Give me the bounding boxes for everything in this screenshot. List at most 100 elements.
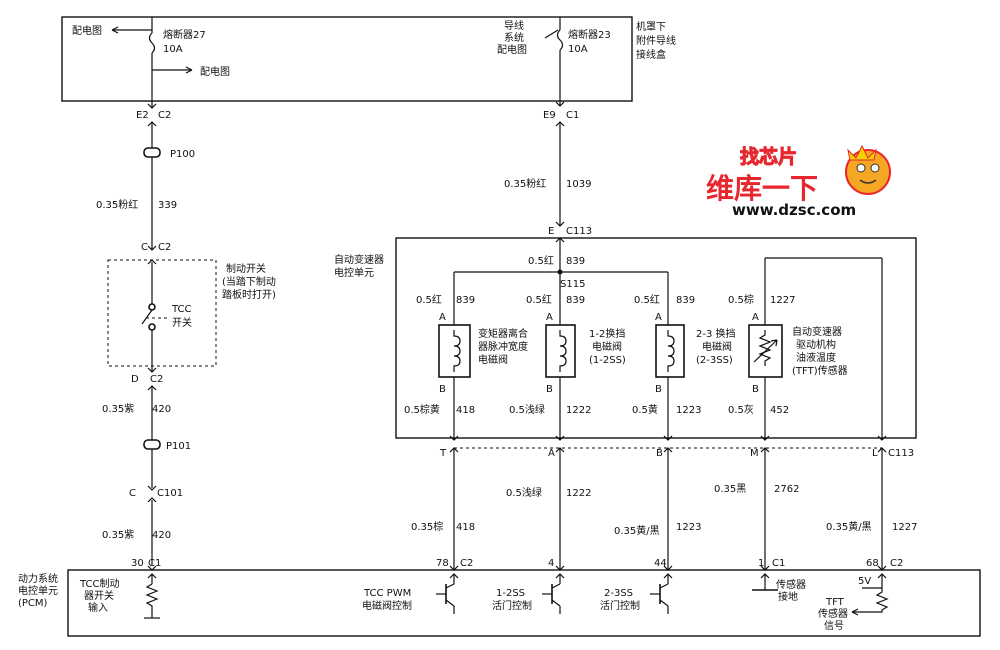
harness-w2-spec: 0.5浅绿 xyxy=(506,486,542,499)
fuse27-symbol xyxy=(148,32,156,54)
sol3-name-line2: 电磁阀 xyxy=(702,340,732,353)
vref-label: 5V xyxy=(858,576,871,587)
sol3-pin-a: A xyxy=(655,312,662,323)
c113-conn-label: C113 xyxy=(888,448,914,459)
tft-out-spec: 0.5灰 xyxy=(728,403,754,416)
pcm-label-line1: 动力系统 xyxy=(18,572,58,585)
left-wire1-spec: 0.35粉红 xyxy=(96,198,138,211)
brake-input-line1: TCC制动 xyxy=(79,577,120,590)
sol3-name-line3: (2-3SS) xyxy=(696,355,733,366)
pcm-pin1-conn: C1 xyxy=(772,558,785,569)
sol2-name-line2: 电磁阀 xyxy=(592,340,622,353)
sol1-name-line2: 器脉冲宽度 xyxy=(478,340,528,353)
harness-wires: 0.35棕 418 0.5浅绿 1222 0.35黄/黑 1223 0.35黑 … xyxy=(411,448,917,571)
e9-pin-label: E9 xyxy=(543,110,556,121)
c113-pin-b: B xyxy=(656,448,663,459)
brake-input-line3: 输入 xyxy=(88,601,108,614)
harness-w4-spec: 0.35黑 xyxy=(714,483,746,495)
pcm-pin78-label: 78 xyxy=(436,558,449,569)
brake-switch-box xyxy=(107,259,217,367)
sol2-wire-num: 839 xyxy=(566,295,585,306)
sol3-wire-spec: 0.5红 xyxy=(634,293,660,306)
fuse23-rating: 10A xyxy=(568,44,588,55)
watermark-mascot-icon xyxy=(845,149,891,195)
sol2-coil xyxy=(559,330,567,372)
tft-pin-a: A xyxy=(752,312,759,323)
tft-signal-line2: 传感器 xyxy=(818,607,848,620)
c-conn-label: C2 xyxy=(158,242,171,253)
fuse-box-outline xyxy=(61,16,633,102)
c113-connector-row: T A B M L C113 xyxy=(439,435,914,459)
junction-box-label-line2: 附件导线 xyxy=(636,34,676,47)
tcc-pwm-line2: 电磁阀控制 xyxy=(362,599,412,612)
fuse27-rating: 10A xyxy=(163,44,183,55)
ss12-line2: 活门控制 xyxy=(492,599,532,612)
brake-input-resistor xyxy=(145,583,159,618)
sol2-pin-b: B xyxy=(546,384,553,395)
tcc-switch-contact-top xyxy=(148,303,156,311)
sol1-name-line3: 电磁阀 xyxy=(478,353,508,366)
tcc-switch-label: TCC xyxy=(171,304,192,315)
harness-w5-spec: 0.35黄/黑 xyxy=(826,520,872,533)
left-wire3-spec: 0.35紫 xyxy=(102,529,134,541)
sol1-out-spec: 0.5棕黄 xyxy=(404,403,440,416)
brake-switch-label-line1: 制动开关 xyxy=(226,262,266,275)
sol2-name-line3: (1-2SS) xyxy=(589,355,626,366)
tcc-pwm-line1: TCC PWM xyxy=(363,588,411,599)
tft-resistor xyxy=(758,330,772,366)
pcm-pin68-conn: C2 xyxy=(890,558,903,569)
c113-pin-m: M xyxy=(750,448,759,459)
junction-box-label-line3: 接线盒 xyxy=(636,48,666,61)
brake-switch-label-line2: (当踏下制动 xyxy=(222,275,276,288)
pcm-pin68-label: 68 xyxy=(866,558,879,569)
p100-connector xyxy=(143,147,161,158)
sol2-wire-spec: 0.5红 xyxy=(526,293,552,306)
splice-s115-label: S115 xyxy=(560,279,585,290)
fuse23-name: 熔断器23 xyxy=(568,28,611,41)
brake-input-line2: 器开关 xyxy=(84,589,114,602)
pcm-box xyxy=(67,569,981,637)
ground-line1: 传感器 xyxy=(776,578,806,591)
sol1-wire-spec: 0.5红 xyxy=(416,293,442,306)
sol1-pin-b: B xyxy=(439,384,446,395)
tft-wire-num: 1227 xyxy=(770,295,795,306)
d-pin-label: D xyxy=(131,374,139,385)
sol1-wire-num: 839 xyxy=(456,295,475,306)
sol3-out-num: 1223 xyxy=(676,405,701,416)
e-pin-label: E xyxy=(548,226,554,237)
tft-name-line2: 驱动机构 xyxy=(796,338,836,351)
c113-pin-l: L xyxy=(872,448,878,459)
sol1-coil xyxy=(453,330,461,372)
sol2-out-num: 1222 xyxy=(566,405,591,416)
e9-conn-label: C1 xyxy=(566,110,579,121)
c113-pin-t: T xyxy=(439,448,447,459)
trans-unit-box xyxy=(395,237,917,439)
trans-unit-label-line2: 电控单元 xyxy=(334,266,374,279)
c113-pin-a: A xyxy=(548,448,555,459)
tft-out-num: 452 xyxy=(770,405,789,416)
top-wire-num: 839 xyxy=(566,256,585,267)
pcm-pin44-label: 44 xyxy=(654,558,667,569)
harness-w2-num: 1222 xyxy=(566,488,591,499)
sol3-name-line1: 2-3 换挡 xyxy=(696,327,736,340)
watermark-url: www.dzsc.com xyxy=(732,201,856,219)
harness-w3-spec: 0.35黄/黑 xyxy=(614,524,660,537)
e2-pin-label: E2 xyxy=(136,110,149,121)
pcm-label-line2: 电控单元 xyxy=(18,584,58,597)
harness-w3-num: 1223 xyxy=(676,522,701,533)
pcm-pin1-label: 1 xyxy=(758,558,764,569)
ss23-line1: 2-3SS xyxy=(604,588,633,599)
watermark-top-text: 找芯片 xyxy=(740,145,797,168)
tcc-pwm-transistor xyxy=(436,574,455,614)
tft-name-line4: (TFT)传感器 xyxy=(792,364,848,377)
sol1-pin-a: A xyxy=(439,312,446,323)
pcm-pin78-conn: C2 xyxy=(460,558,473,569)
pcm-pin30-label: 30 xyxy=(131,558,144,569)
shift-23-solenoid xyxy=(655,324,685,378)
harness-w1-spec: 0.35棕 xyxy=(411,520,443,533)
tft-signal-line1: TFT xyxy=(825,597,845,608)
left-wire2-num: 420 xyxy=(152,404,171,415)
fuse-23-group: 导线 系统 配电图 熔断器23 10A xyxy=(497,17,611,101)
c101-pin-label: C xyxy=(129,488,136,499)
ss12-transistor xyxy=(542,574,561,614)
